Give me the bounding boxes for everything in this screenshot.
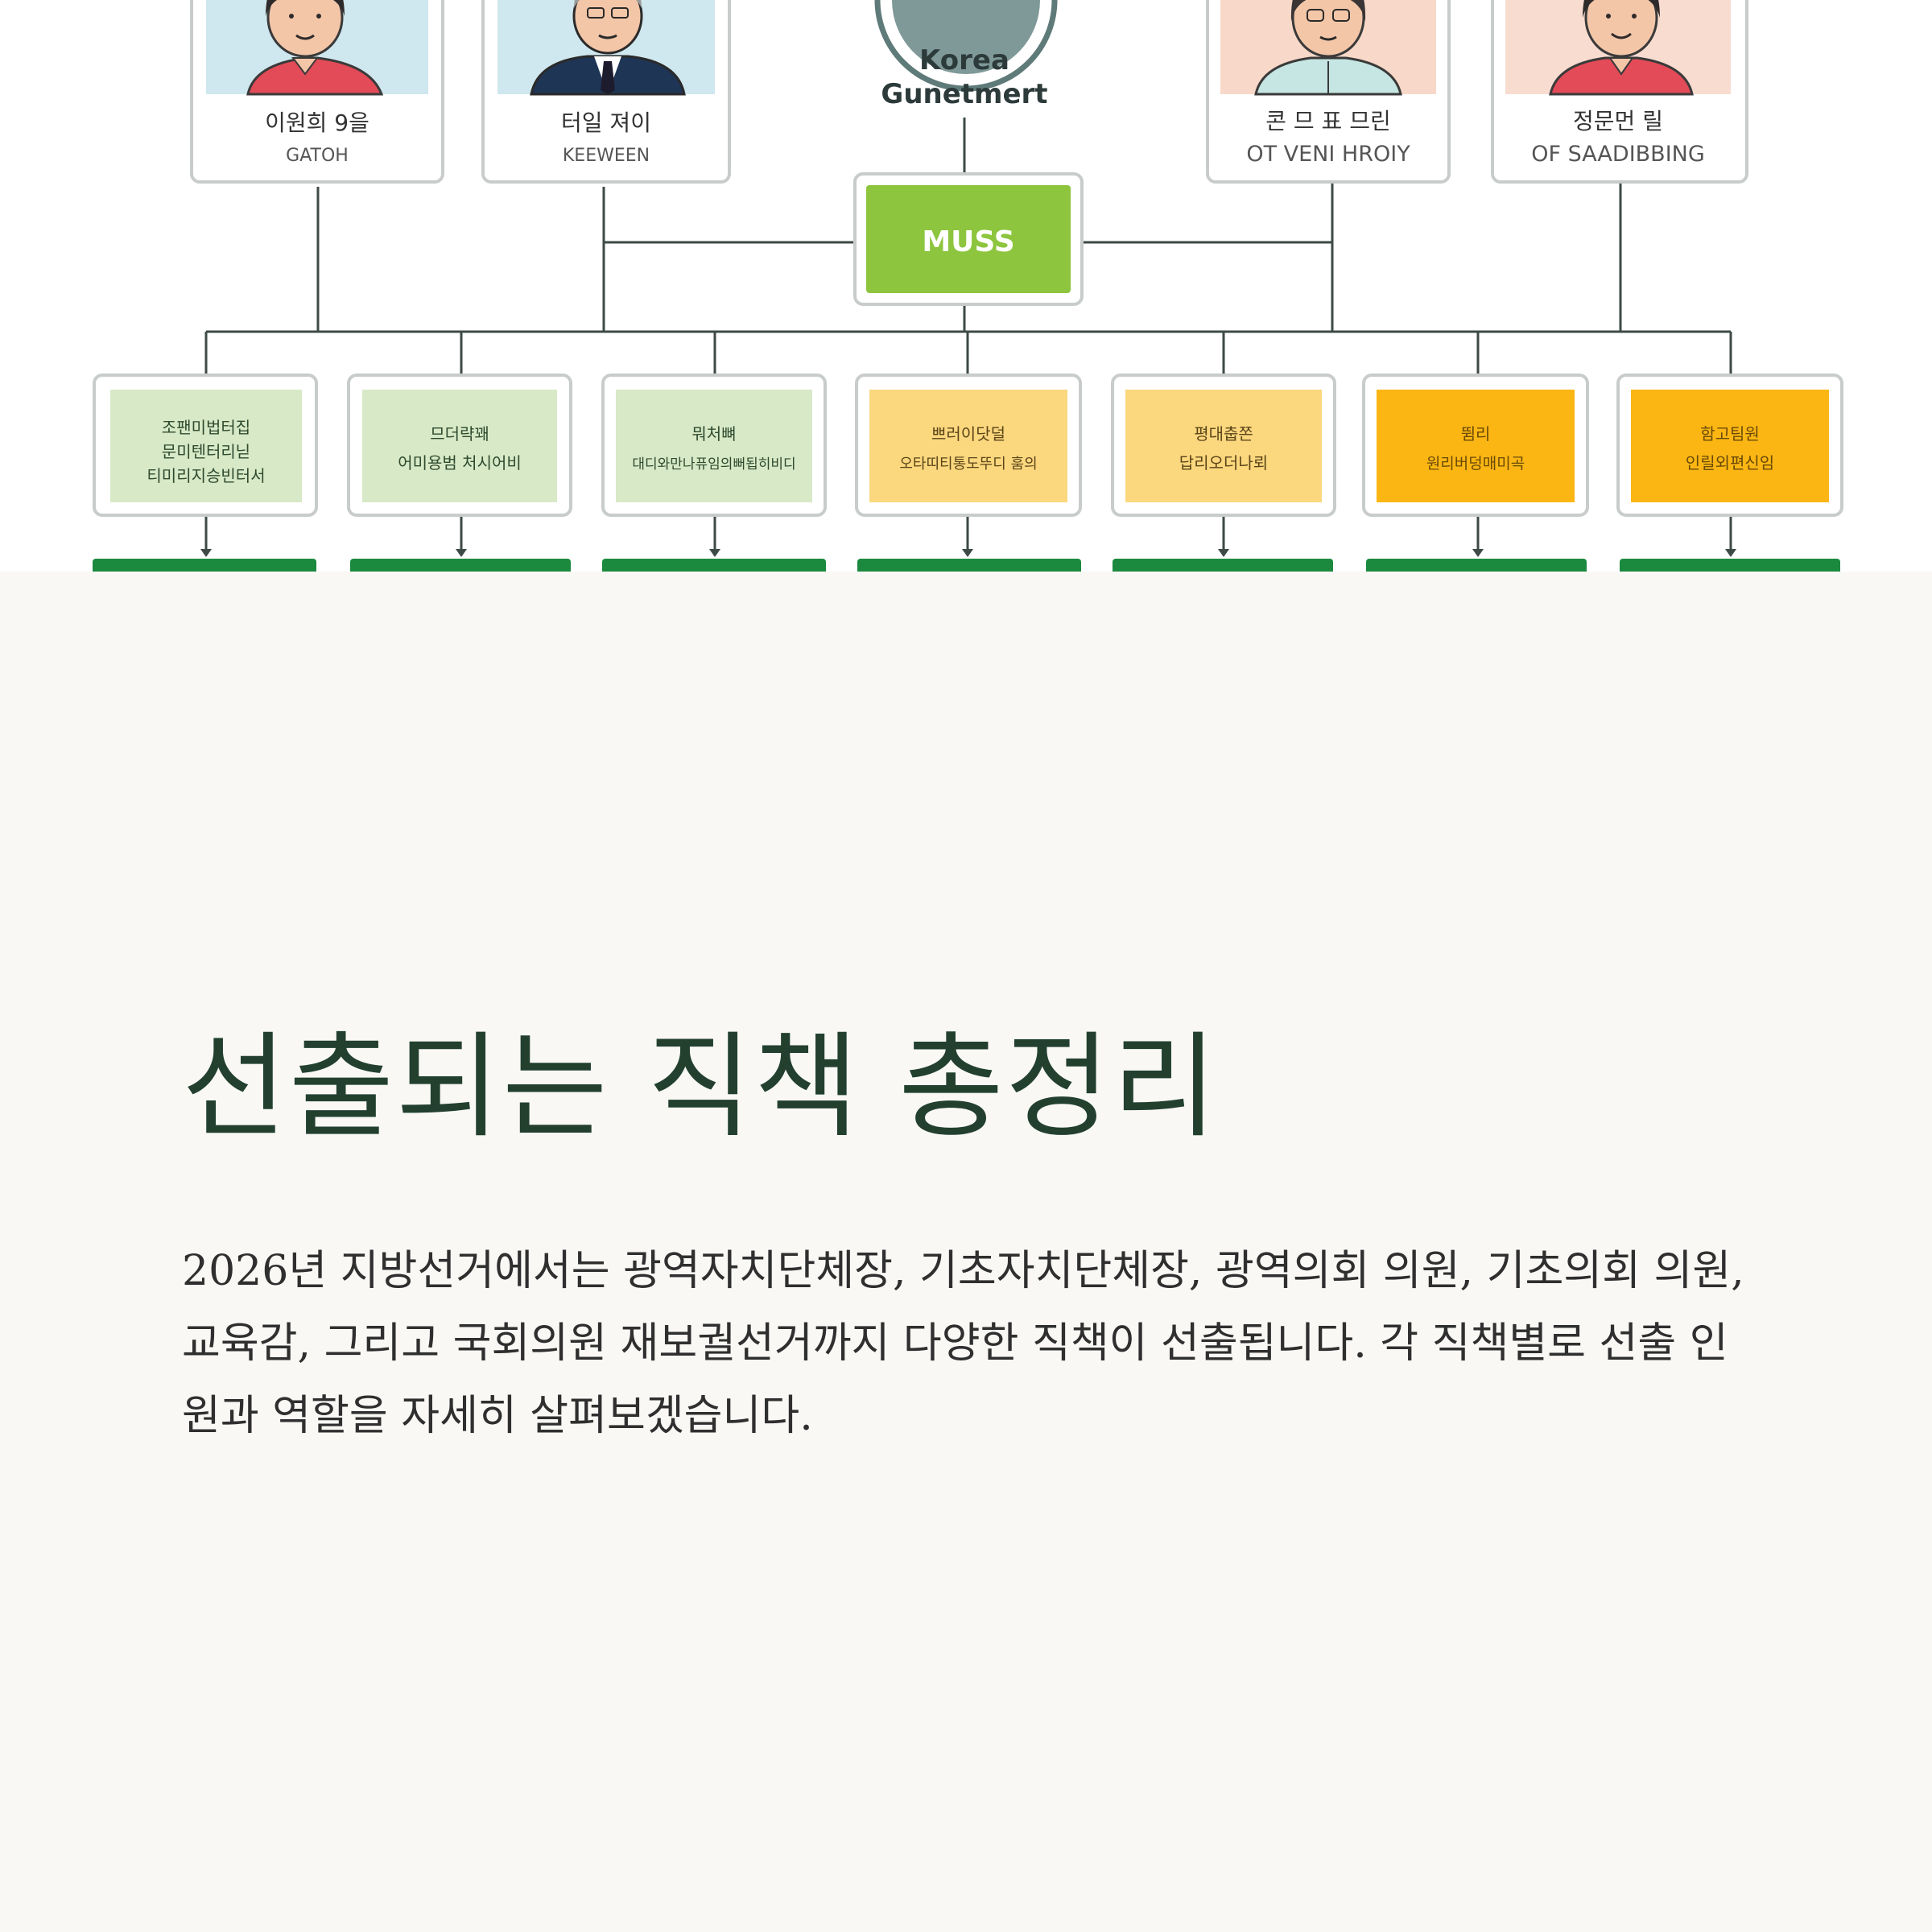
unit-text-line: 평대춥쫀 (1194, 424, 1253, 444)
section-body: 2026년 지방선거에서는 광역자치단체장, 기초자치단체장, 광역의회 의원,… (182, 1247, 1744, 1440)
unit-card: 므더략꽤 어미용범 처시어비 (347, 374, 572, 517)
person-name: 콘 므 표 므린 (1265, 108, 1391, 134)
person-name: 정문먼 릴 (1573, 108, 1663, 134)
person-card: 정문먼 릴 OF SAADIBBING (1491, 0, 1748, 184)
unit-text-line: 조팬미법터집 (162, 418, 250, 437)
unit-text-line: 대디와만나퓨임의뻐됩히비디 (632, 456, 795, 473)
female-avatar-icon (1549, 0, 1694, 96)
person-sub: OT VENI HROIY (1246, 142, 1410, 167)
unit-text-line: 므더략꽤 (430, 424, 489, 444)
center-box: MUSS (853, 172, 1084, 306)
unit-text-line: 뜀리 (1461, 424, 1491, 444)
section-heading: 선출되는 직책 총정리 (182, 1021, 1220, 1154)
unit-card: 평대춥쫀 답리오더나뢰 (1111, 374, 1336, 517)
person-name: 이원희 9을 (265, 109, 369, 136)
center-title-line2: Gunetmert (881, 78, 1047, 110)
person-card: 이원희 9을 GATOH (190, 0, 444, 184)
unit-text-line: 원리버덩매미곡 (1426, 455, 1525, 473)
unit-card: 뜀리 원리버덩매미곡 (1362, 374, 1589, 517)
person-card: 터일 져이 KEEWEEN (481, 0, 731, 184)
unit-text-line: 어미용범 처시어비 (398, 453, 522, 473)
unit-text-line: 답리오더나뢰 (1179, 453, 1268, 473)
unit-card: 조팬미법터집 문미텐터리닏 티미리지승빈터서 (93, 374, 318, 517)
unit-text-line: 인릴외편신임 (1686, 453, 1774, 473)
bottom-bars (93, 559, 1840, 572)
org-chart-illustration: Korea Gunetmert (0, 0, 1932, 572)
org-chart-svg: Korea Gunetmert (93, 0, 1843, 572)
unit-card: 함고팀원 인릴외편신임 (1616, 374, 1843, 517)
unit-card: 쁘러이닷덜 오타띠티통도뚜디 훔의 (855, 374, 1082, 517)
center-box-label: MUSS (922, 225, 1014, 258)
person-sub: OF SAADIBBING (1531, 142, 1705, 167)
female-glasses-avatar-icon (1254, 0, 1402, 96)
unit-text-line: 뭐처뼈 (691, 424, 736, 444)
person-card: 콘 므 표 므린 OT VENI HROIY (1206, 0, 1451, 184)
person-name: 터일 져이 (561, 109, 651, 136)
unit-text-line: 오타띠티통도뚜디 훔의 (899, 456, 1037, 473)
person-sub: GATOH (286, 146, 349, 166)
unit-card: 뭐처뼈 대디와만나퓨임의뻐됩히비디 (601, 374, 827, 517)
government-emblem (874, 0, 1058, 92)
unit-text-line: 티미리지승빈터서 (147, 466, 265, 485)
center-title-line1: Korea (919, 44, 1009, 76)
female-avatar-icon (246, 0, 384, 96)
content-section: 선출되는 직책 총정리 2026년 지방선거에서는 광역자치단체장, 기초자치단… (182, 1030, 1784, 1452)
male-avatar-icon (530, 0, 686, 96)
unit-text-line: 문미텐터리닏 (162, 442, 250, 461)
person-sub: KEEWEEN (563, 146, 650, 166)
unit-text-line: 함고팀원 (1700, 424, 1760, 444)
unit-text-line: 쁘러이닷덜 (931, 424, 1005, 444)
